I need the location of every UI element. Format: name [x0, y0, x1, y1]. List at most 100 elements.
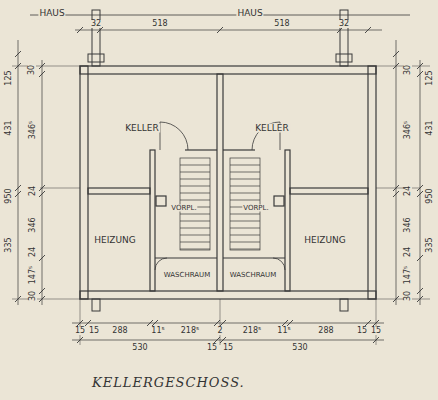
dimension-tick [147, 320, 153, 326]
room-name: WASCHRAUM [163, 272, 211, 279]
dimension: 346 [404, 216, 412, 233]
stair-step [230, 249, 260, 250]
dimension: 32 [90, 20, 102, 28]
stair-step [180, 172, 210, 173]
dimension: 24 [404, 185, 412, 197]
house-label: HAUS [38, 9, 65, 18]
dimension-tick [214, 320, 220, 326]
dimension: 346⁵ [404, 120, 412, 140]
dimension-tick [393, 63, 399, 69]
dimension-tick [39, 191, 45, 197]
dimension-tick [417, 185, 423, 191]
stair-step [180, 235, 210, 236]
dimension-tick [15, 185, 21, 191]
dimension: 147⁵ [29, 265, 37, 285]
dimension: 518 [273, 20, 290, 28]
stair-step [180, 249, 210, 250]
room-name: KELLER [124, 124, 160, 133]
dimension-tick [39, 71, 45, 77]
dimension: 431 [426, 119, 434, 136]
room-name: VORPL. [170, 205, 197, 212]
room-name: WASCHRAUM [229, 272, 277, 279]
dimension-line [18, 40, 420, 340]
dimension: 30 [28, 64, 36, 76]
extension-lines [12, 66, 430, 345]
stair-step [230, 179, 260, 180]
dimension: 950 [5, 187, 13, 204]
dimension-tick [220, 337, 226, 343]
stair-step [180, 214, 210, 215]
dimension-tick [393, 191, 399, 197]
dimension-tick [373, 320, 379, 326]
dimension-tick [39, 63, 45, 69]
haus-line [30, 15, 410, 16]
dimension-tick [393, 51, 399, 57]
dimension: 30 [29, 290, 37, 302]
stair-step [230, 172, 260, 173]
dimension: 30 [404, 64, 412, 76]
dimension: 950 [426, 187, 434, 204]
door-swing [155, 122, 285, 270]
stair-step [230, 242, 260, 243]
dimension-tick [15, 63, 21, 69]
dimension: 15 [206, 344, 218, 352]
dimension-tick [15, 191, 21, 197]
dimension: 346 [29, 216, 37, 233]
dimension-tick [15, 51, 21, 57]
walls [80, 66, 376, 299]
dimension-ticks [15, 51, 423, 343]
dimension: 15 [88, 327, 100, 335]
stair-step [230, 200, 260, 201]
dimension: 218⁵ [180, 327, 200, 335]
side-walls [88, 10, 352, 311]
dimension: 518 [151, 20, 168, 28]
stair-step [180, 242, 210, 243]
dimension: 530 [131, 344, 148, 352]
dimension-tick [77, 337, 83, 343]
dimension-tick [417, 63, 423, 69]
dimension: 15 [222, 344, 234, 352]
dimension-ticks [77, 27, 371, 33]
dimension-tick [417, 71, 423, 77]
dimension-tick [152, 320, 158, 326]
dimension-tick [373, 337, 379, 343]
stair-step [230, 165, 260, 166]
stair-step [230, 214, 260, 215]
dimension: 530 [291, 344, 308, 352]
dimension: 218⁵ [242, 327, 262, 335]
dimension: 30 [404, 290, 412, 302]
dimension-tick [417, 191, 423, 197]
dimension-tick [77, 320, 83, 326]
dimension-line [75, 30, 382, 31]
stair-step [180, 165, 210, 166]
dimension-tick [39, 185, 45, 191]
dimension-tick [365, 320, 371, 326]
dimension: 15 [74, 327, 86, 335]
dimension-tick [393, 296, 399, 302]
dimension: 15 [370, 327, 382, 335]
dimension-tick [214, 337, 220, 343]
dimension: 24 [29, 185, 37, 197]
dimension: 11⁵ [276, 327, 291, 335]
dimension-tick [15, 296, 21, 302]
stair-step [230, 228, 260, 229]
dimension: 32 [338, 20, 350, 28]
dimension: 288 [111, 327, 128, 335]
dimension: 335 [426, 236, 434, 253]
dimension-tick [39, 288, 45, 294]
stair-step [230, 221, 260, 222]
dimension-tick [287, 320, 293, 326]
room-name: HEIZUNG [93, 236, 137, 245]
dimension: 431 [5, 119, 13, 136]
dimension-tick [39, 255, 45, 261]
dimension-tick [417, 296, 423, 302]
stair-step [180, 193, 210, 194]
dimension-tick [220, 320, 226, 326]
stair-step [230, 186, 260, 187]
dimension: 24 [29, 246, 37, 258]
dimension: 15 [356, 327, 368, 335]
dimension-tick [85, 320, 91, 326]
dimension: 2 [216, 327, 223, 335]
dimension: 125 [426, 69, 434, 86]
